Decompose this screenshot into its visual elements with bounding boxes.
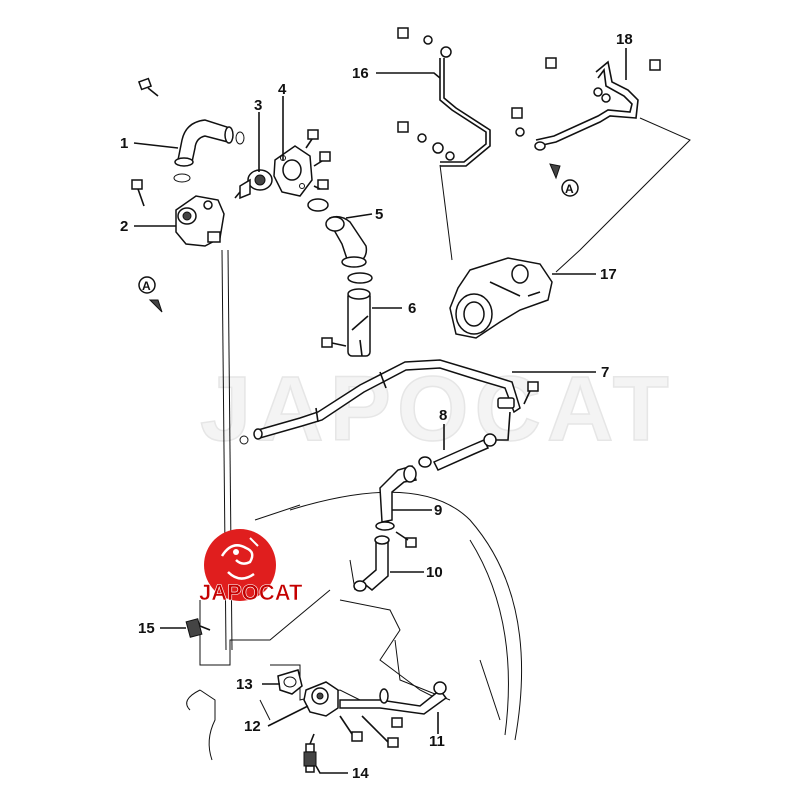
bolt-icon xyxy=(397,27,455,161)
part-17-pump-assembly xyxy=(449,257,553,339)
bolt-icon xyxy=(339,715,403,748)
callout-13: 13 xyxy=(236,676,253,693)
part-4-flange xyxy=(273,145,313,197)
bolt-icon xyxy=(395,531,417,548)
bolt-icon xyxy=(131,179,145,207)
part-10-hose xyxy=(353,535,390,592)
bolt-icon xyxy=(137,77,159,97)
bolt-icon xyxy=(321,337,347,348)
callout-3: 3 xyxy=(254,97,262,114)
part-18-tube xyxy=(535,60,639,147)
part-12-water-outlet xyxy=(303,681,339,717)
callout-11: 11 xyxy=(429,733,445,750)
callout-12: 12 xyxy=(244,718,261,735)
callout-6: 6 xyxy=(408,300,416,317)
svg-text:A: A xyxy=(565,182,574,196)
engine-outline xyxy=(186,249,523,761)
callout-7: 7 xyxy=(601,364,609,381)
callout-1: 1 xyxy=(120,135,128,152)
callout-9: 9 xyxy=(434,502,442,519)
callout-2: 2 xyxy=(120,218,128,235)
callout-4: 4 xyxy=(278,81,287,98)
callout-10: 10 xyxy=(426,564,443,581)
reference-mark-a-arrow: A xyxy=(549,163,579,197)
callout-8: 8 xyxy=(439,407,447,424)
leader-line xyxy=(555,117,691,273)
part-11-pipe xyxy=(339,681,448,715)
bolt-icon xyxy=(511,57,661,151)
part-3-thermostat xyxy=(234,169,273,200)
callout-15: 15 xyxy=(138,620,155,637)
part-8-small-hose xyxy=(418,411,511,471)
callout-leaders xyxy=(133,48,627,774)
part-7-coolant-pipe xyxy=(239,359,521,445)
part-15-sensor xyxy=(185,618,211,638)
japocat-logo: JAPOCAT xyxy=(199,529,303,605)
watermark-text: JAPOCAT xyxy=(200,358,675,460)
logo-text: JAPOCAT xyxy=(199,580,303,605)
svg-text:A: A xyxy=(142,279,151,293)
part-1-elbow-pipe xyxy=(173,119,245,183)
callout-labels: 1 2 3 4 5 6 7 8 9 10 11 12 13 14 15 16 1… xyxy=(120,31,633,782)
part-14-temperature-sensor xyxy=(303,733,317,773)
callout-14: 14 xyxy=(352,765,369,782)
part-16-tube xyxy=(439,58,491,261)
callout-17: 17 xyxy=(600,266,617,283)
part-6-pipe xyxy=(347,288,371,357)
reference-mark-a-arrow: A xyxy=(138,276,163,313)
bolt-icon xyxy=(305,129,331,190)
callout-5: 5 xyxy=(375,206,383,223)
hose-clamp xyxy=(307,198,329,212)
part-9-bent-pipe xyxy=(375,465,417,531)
part-13-gasket xyxy=(277,669,303,695)
part-5-hose xyxy=(325,215,373,284)
part-2-thermostat-housing xyxy=(175,195,225,247)
callout-16: 16 xyxy=(352,65,369,82)
bolt-icon xyxy=(523,381,539,405)
callout-18: 18 xyxy=(616,31,633,48)
